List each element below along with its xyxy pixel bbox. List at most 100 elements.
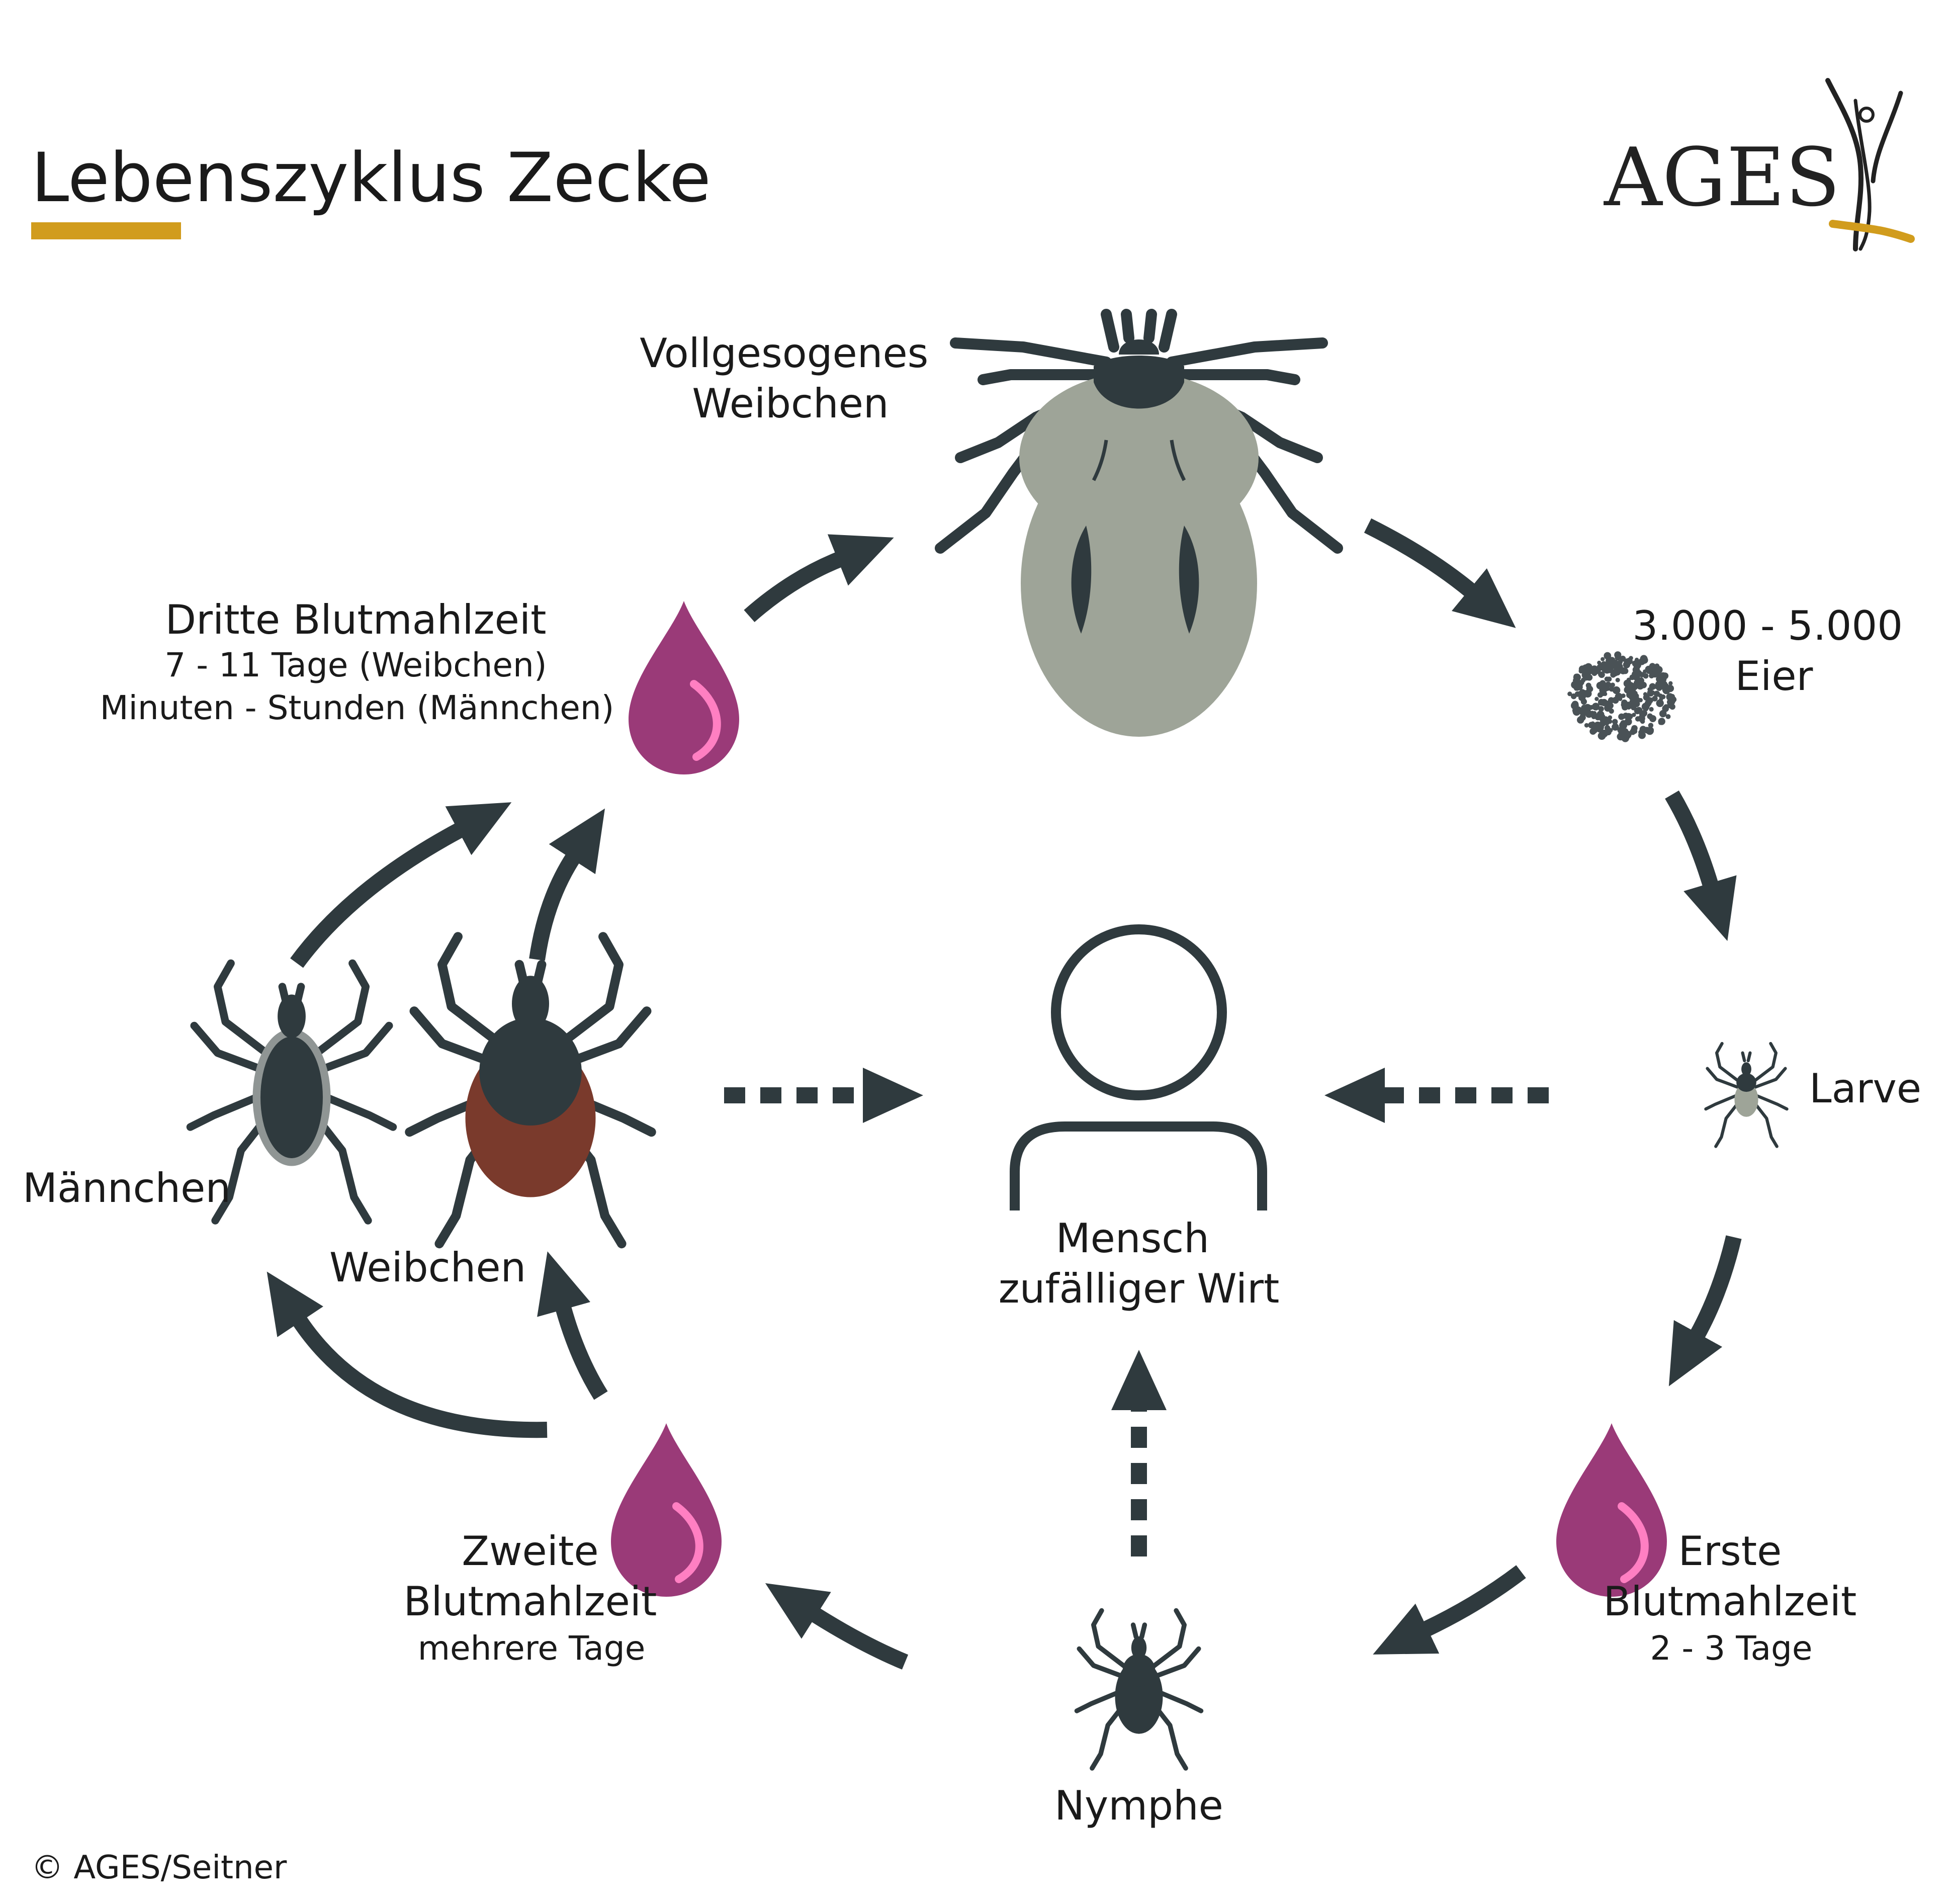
arrow-female-to-third-meal <box>529 808 605 961</box>
eggs-label: 3.000 - 5.000 Eier <box>1632 602 1915 700</box>
female-tick-icon <box>410 937 652 1244</box>
arrow-engorged-to-eggs <box>1364 518 1516 628</box>
first-blood-meal-drop-icon <box>1556 1423 1667 1597</box>
egg-dot <box>1617 659 1623 665</box>
egg-dot <box>1644 700 1651 707</box>
egg-dot <box>1600 680 1606 686</box>
egg-dot <box>1612 719 1618 725</box>
egg-dot <box>1627 713 1633 720</box>
egg-dot <box>1643 692 1647 697</box>
egg-dot <box>1640 655 1648 663</box>
egg-dot <box>1634 657 1639 662</box>
egg-dot <box>1607 719 1613 724</box>
page-title: Lebenszyklus Zecke <box>31 138 711 217</box>
egg-dot <box>1659 710 1667 718</box>
egg-dot <box>1652 669 1657 674</box>
egg-dot <box>1626 677 1631 682</box>
egg-dot <box>1643 706 1649 712</box>
egg-dot <box>1596 713 1601 717</box>
third-meal-label: Dritte Blutmahlzeit 7 - 11 Tage (Weibche… <box>100 596 614 727</box>
arrow-male-to-third-meal <box>290 802 512 968</box>
egg-dot <box>1641 710 1648 717</box>
egg-dot <box>1623 661 1631 669</box>
ages-logo-figure <box>1825 78 1915 251</box>
egg-dot <box>1652 696 1658 702</box>
egg-dot <box>1654 663 1660 669</box>
second-blood-meal-drop-icon <box>611 1423 722 1597</box>
egg-dot <box>1649 663 1656 670</box>
egg-dot <box>1667 702 1674 709</box>
egg-dot <box>1607 667 1614 673</box>
arrow-female-to-engorged <box>744 534 894 622</box>
egg-dot <box>1572 678 1577 682</box>
engorged-female-tick-icon <box>935 309 1343 737</box>
egg-dot <box>1583 674 1589 681</box>
nymph-label: Nymphe <box>1054 1782 1223 1829</box>
second-meal-label: Zweite Blutmahlzeit mehrere Tage <box>404 1528 660 1668</box>
egg-dot <box>1601 657 1605 661</box>
egg-dot <box>1588 722 1595 729</box>
male-label: Männchen <box>23 1165 231 1211</box>
egg-dot <box>1648 723 1654 728</box>
egg-dot <box>1624 718 1632 726</box>
egg-dot <box>1618 695 1623 700</box>
arrow-second-meal-to-female <box>537 1251 608 1400</box>
arrow-eggs-to-larva <box>1665 790 1737 941</box>
egg-dot <box>1596 724 1604 731</box>
egg-dot <box>1618 727 1623 733</box>
egg-dot <box>1659 672 1667 679</box>
egg-dot <box>1635 660 1642 667</box>
arrow-first-meal-to-nymph <box>1373 1565 1526 1655</box>
egg-dot <box>1656 699 1664 708</box>
egg-dot <box>1632 713 1636 717</box>
egg-dot <box>1612 686 1621 695</box>
egg-dot <box>1640 719 1645 724</box>
egg-dot <box>1592 713 1598 718</box>
egg-dot <box>1588 705 1594 710</box>
egg-dot <box>1606 686 1610 691</box>
egg-dot <box>1665 714 1671 719</box>
egg-dot <box>1600 664 1606 670</box>
egg-dot <box>1591 703 1600 711</box>
egg-dot <box>1647 713 1653 720</box>
human-host-icon <box>1010 924 1267 1210</box>
egg-dot <box>1604 652 1612 660</box>
egg-dot <box>1590 665 1599 673</box>
egg-dot <box>1600 716 1605 721</box>
egg-dot <box>1625 683 1632 690</box>
egg-dot <box>1646 727 1654 735</box>
egg-dot <box>1637 707 1643 713</box>
egg-dot <box>1633 700 1639 707</box>
egg-dot <box>1647 689 1654 697</box>
egg-dot <box>1615 677 1620 682</box>
egg-dot <box>1604 704 1612 712</box>
egg-dot <box>1629 691 1634 697</box>
human-host-label: Mensch zufälliger Wirt <box>999 1215 1280 1312</box>
egg-dot <box>1666 684 1674 693</box>
egg-dot <box>1600 689 1607 696</box>
first-meal-label: Erste Blutmahlzeit 2 - 3 Tage <box>1604 1528 1859 1668</box>
egg-dot <box>1632 682 1638 688</box>
egg-dot <box>1621 734 1629 742</box>
egg-dot <box>1659 697 1663 702</box>
egg-dot <box>1616 667 1621 672</box>
ages-logo: AGES <box>1604 78 1915 251</box>
egg-dot <box>1612 723 1619 731</box>
egg-dot <box>1649 707 1654 712</box>
egg-dot <box>1597 660 1602 665</box>
egg-dot <box>1584 723 1589 728</box>
egg-dot <box>1618 713 1625 720</box>
egg-dot <box>1607 662 1612 668</box>
egg-dot <box>1573 673 1579 679</box>
eggs-icon <box>1567 651 1677 742</box>
egg-dot <box>1589 728 1596 735</box>
egg-dot <box>1598 706 1604 712</box>
svg-text:AGES: AGES <box>1604 130 1840 224</box>
egg-dot <box>1629 656 1633 660</box>
egg-dot <box>1583 689 1592 698</box>
egg-dot <box>1604 676 1610 682</box>
egg-dot <box>1668 681 1673 685</box>
egg-dot <box>1577 716 1584 724</box>
egg-dot <box>1608 715 1613 720</box>
